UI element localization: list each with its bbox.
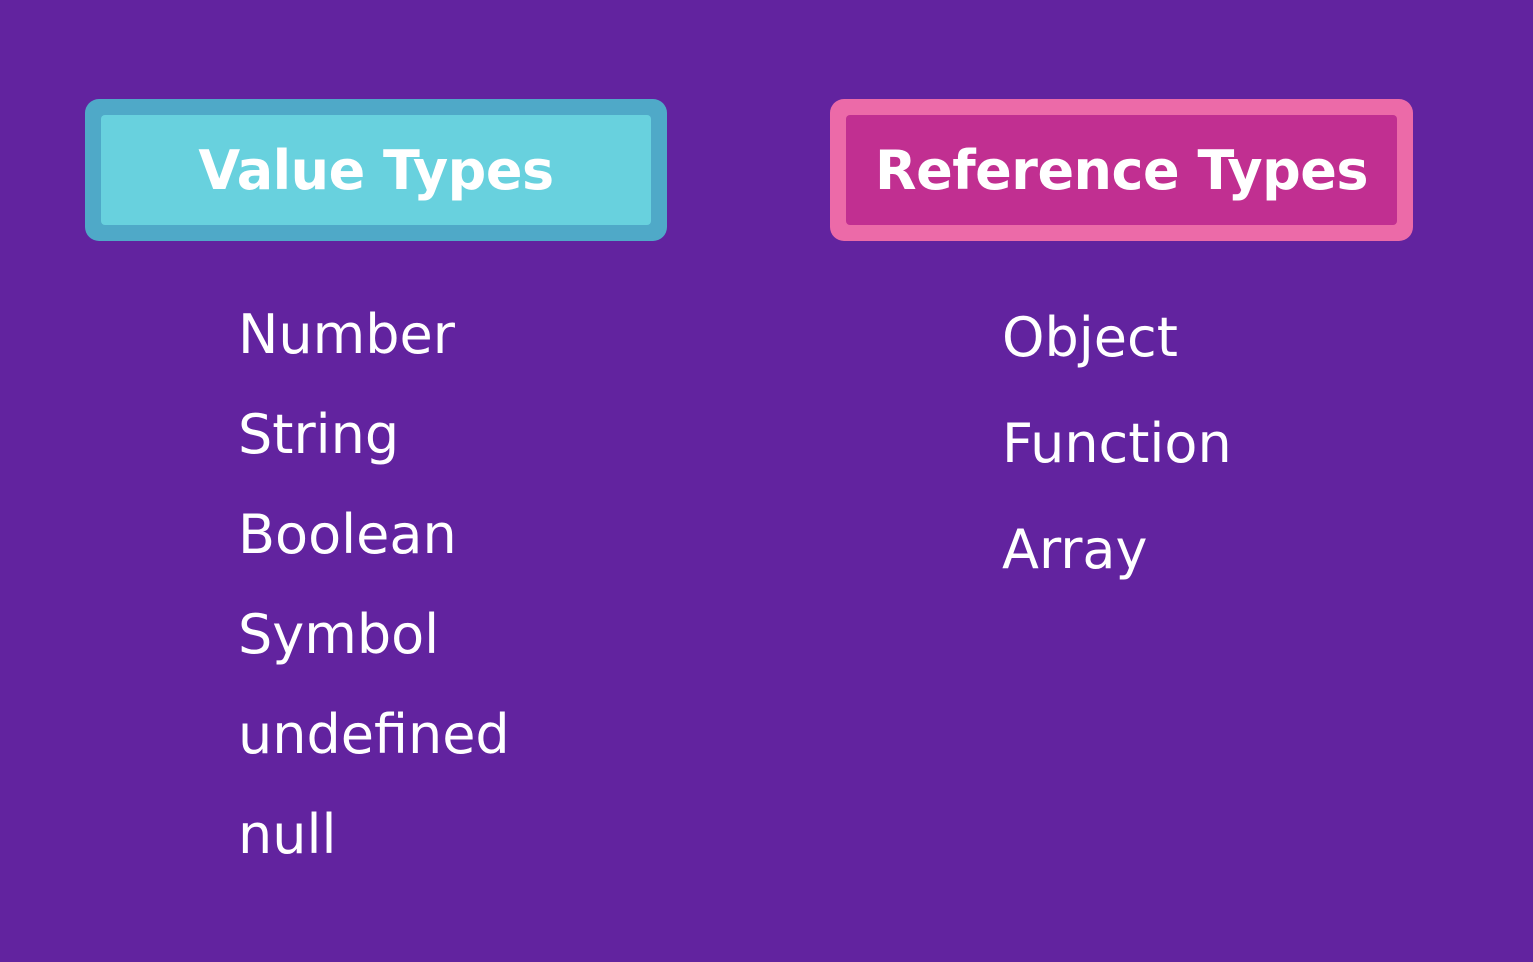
value-types-title: Value Types xyxy=(198,138,554,202)
value-types-header: Value Types xyxy=(85,99,667,241)
reference-types-list: Object Function Array xyxy=(1002,285,1232,603)
value-type-item: String xyxy=(238,403,400,466)
reference-type-item: Array xyxy=(1002,518,1148,581)
reference-type-item: Object xyxy=(1002,306,1178,369)
value-type-item: Number xyxy=(238,303,455,366)
reference-types-header-inner: Reference Types xyxy=(846,115,1397,225)
value-type-item: undefined xyxy=(238,703,510,766)
reference-types-title: Reference Types xyxy=(874,138,1369,202)
value-types-header-inner: Value Types xyxy=(101,115,651,225)
value-type-item: null xyxy=(238,803,337,866)
value-type-item: Boolean xyxy=(238,503,457,566)
reference-types-header: Reference Types xyxy=(830,99,1413,241)
value-type-item: Symbol xyxy=(238,603,440,666)
reference-type-item: Function xyxy=(1002,412,1232,475)
value-types-list: Number String Boolean Symbol undefined n… xyxy=(238,285,510,885)
